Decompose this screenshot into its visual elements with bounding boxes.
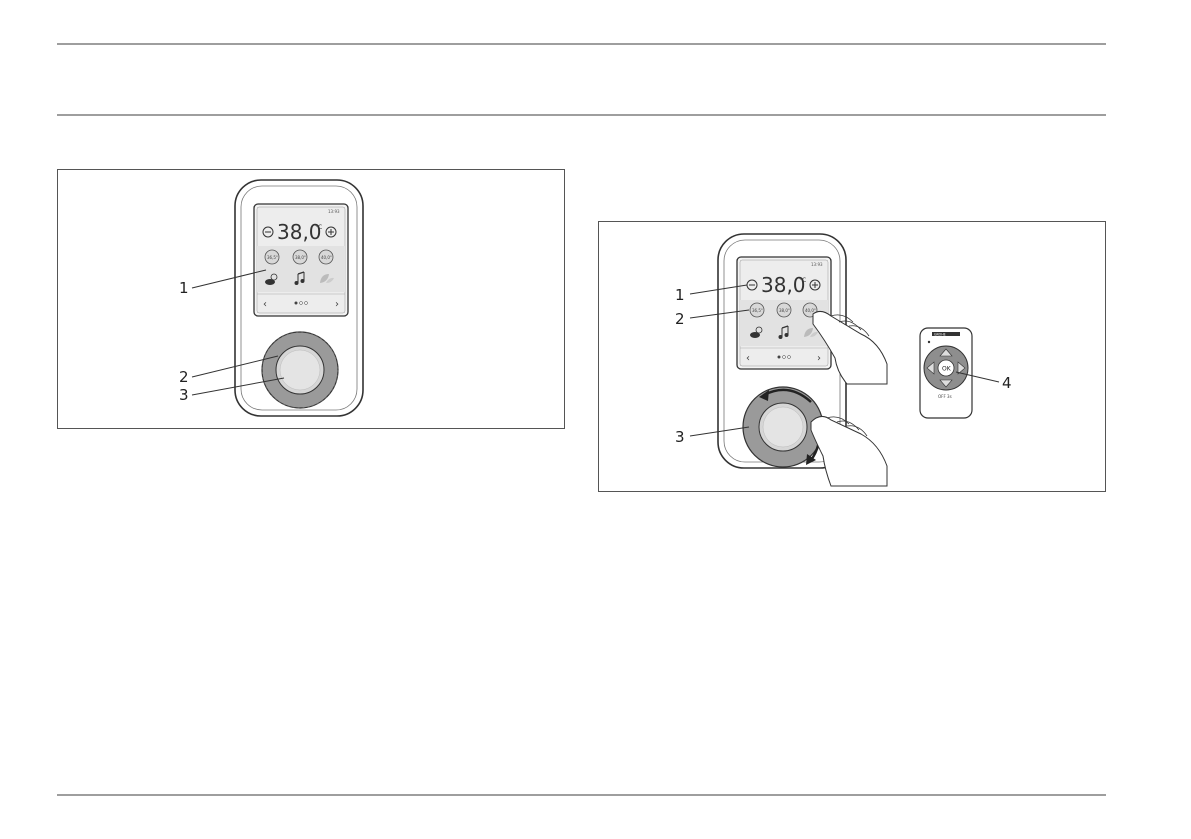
callout-2: 2	[675, 310, 685, 328]
preset-button-2[interactable]: 38,0°	[777, 303, 791, 317]
nav-left-arrow[interactable]: ‹	[746, 353, 750, 364]
preset-button-1[interactable]: 36,5°	[750, 303, 764, 317]
remote-control[interactable]: GROHE OK OFF 3s	[920, 328, 972, 418]
nav-left-arrow[interactable]: ‹	[263, 299, 267, 310]
callout-4: 4	[1002, 374, 1012, 392]
remote-brand: GROHE	[934, 333, 946, 337]
figure-device-overview: 13:93 38,0 °C 36,5° 38,0° 40,0°	[57, 169, 565, 429]
remote-bottom-label: OFF 3s	[938, 394, 952, 399]
clock-text: 13:93	[811, 262, 823, 267]
preset-button-2[interactable]: 38,0°	[293, 250, 307, 264]
preset-button-3[interactable]: 40,0°	[319, 250, 333, 264]
svg-text:36,5°: 36,5°	[267, 255, 278, 260]
remote-ok-button[interactable]: OK	[938, 360, 954, 376]
center-push-button[interactable]	[759, 403, 807, 451]
svg-text:36,5°: 36,5°	[752, 308, 763, 313]
temperature-unit: °C	[799, 277, 806, 284]
svg-text:40,0°: 40,0°	[805, 308, 816, 313]
center-push-button[interactable]	[276, 346, 324, 394]
temperature-unit: °C	[315, 224, 322, 231]
footer-rule	[57, 794, 1106, 796]
svg-text:OK: OK	[942, 366, 952, 373]
figure-operation: 13:93 38,0 °C 36,5° 38,0° 40,0°	[598, 221, 1106, 492]
callout-2: 2	[179, 368, 189, 386]
header-rule-bottom	[57, 114, 1106, 116]
nav-right-arrow[interactable]: ›	[335, 299, 339, 310]
pointing-hand-icon	[811, 416, 887, 486]
callout-1: 1	[179, 279, 189, 297]
preset-button-1[interactable]: 36,5°	[265, 250, 279, 264]
nav-right-arrow[interactable]: ›	[817, 353, 821, 364]
svg-text:40,0°: 40,0°	[321, 255, 332, 260]
callout-3: 3	[179, 386, 189, 404]
callout-1: 1	[675, 286, 685, 304]
remote-led	[928, 341, 930, 343]
device-illustration: 13:93 38,0 °C 36,5° 38,0° 40,0°	[58, 170, 566, 430]
callout-3: 3	[675, 428, 685, 446]
svg-text:38,0°: 38,0°	[295, 255, 306, 260]
operation-illustration: 13:93 38,0 °C 36,5° 38,0° 40,0°	[599, 222, 1107, 493]
svg-text:38,0°: 38,0°	[779, 308, 790, 313]
clock-text: 13:93	[328, 209, 340, 214]
header-rule-top	[57, 43, 1106, 45]
